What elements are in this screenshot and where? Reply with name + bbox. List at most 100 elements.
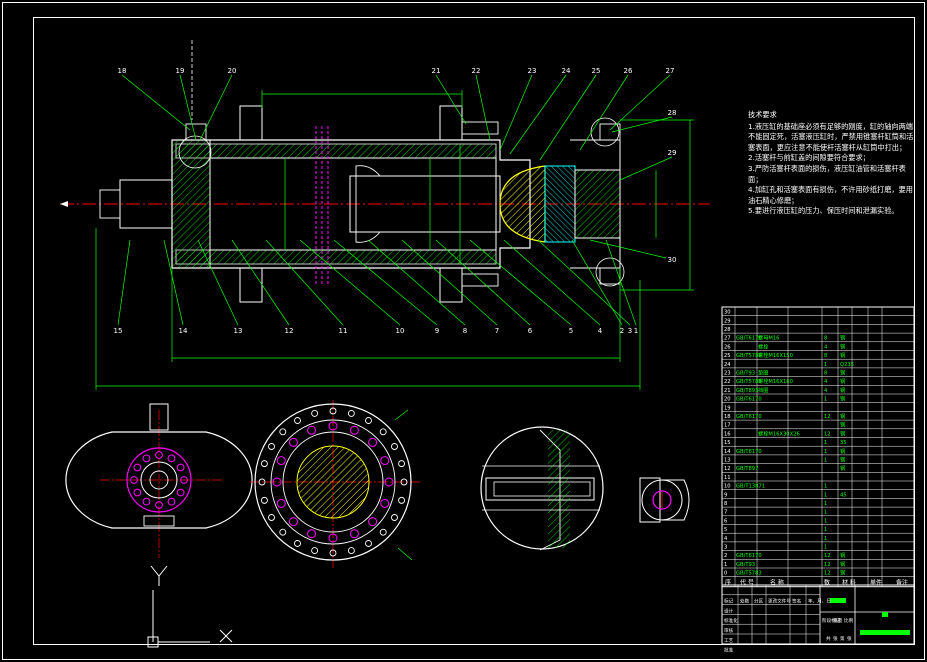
bom-cell: 螺栓M16X30X26	[758, 429, 800, 437]
balloon-top: 22	[472, 67, 481, 75]
balloon-bottom: 15	[114, 327, 123, 335]
bom-cell: 21	[724, 388, 731, 394]
bom-cell: 9	[724, 492, 727, 498]
flange-bolt-inner	[328, 533, 338, 543]
bom-cell: 28	[724, 327, 731, 333]
flange-bolt-inner	[288, 517, 298, 527]
stage-label: 重量	[833, 617, 843, 624]
bom-cell: 1	[824, 484, 827, 490]
bom-cell: 螺栓M16X150	[758, 351, 793, 359]
balloon-30: 30	[668, 256, 677, 264]
bom-cell: Q235	[840, 362, 854, 368]
bom-cell: 16	[724, 431, 731, 437]
bom-cell: 11	[724, 475, 731, 481]
bom-cell: 钢	[840, 412, 845, 420]
rear-cap	[171, 139, 211, 269]
balloon-top: 19	[176, 67, 185, 75]
bom-cell: GB/T6170	[736, 449, 762, 455]
bolt-hole	[130, 476, 138, 484]
bom-cell: 29	[724, 318, 731, 324]
bom-cell: 4	[824, 388, 828, 394]
balloon-top: 28	[668, 109, 677, 117]
bom-cell: 钢	[840, 464, 845, 472]
bom-cell: 5	[724, 527, 727, 533]
bom-cell: 12	[824, 553, 831, 559]
balloon-top: 29	[668, 149, 677, 157]
flange-bolt-inner	[349, 425, 359, 435]
ucs-icon	[147, 590, 233, 648]
title-label: 处数	[740, 598, 750, 605]
bom-cell: 1	[824, 397, 827, 403]
balloon-bottom: 11	[339, 327, 348, 335]
flange-bolt-outer	[398, 496, 406, 504]
bolt-hole	[155, 451, 163, 459]
balloon-top: 27	[666, 67, 675, 75]
bom-cell: 8	[824, 353, 827, 359]
balloon-bottom: 4	[598, 327, 603, 335]
bom-cell: 30	[724, 310, 731, 316]
balloon-bottom: 12	[285, 327, 294, 335]
rod-eye-housing	[570, 139, 621, 269]
bom-cell: 钢	[840, 569, 845, 577]
title-label: 年、月、日	[808, 598, 831, 605]
bom-cell: GB/T893	[736, 388, 758, 394]
bom-cell: 4	[824, 344, 828, 350]
front-bolt-top	[599, 123, 621, 141]
tech-note-1: 1.液压缸的基础座必须有足够的刚度，缸的轴向两端不能固定死，活塞液压缸时，严禁用…	[748, 121, 914, 152]
bom-cell: 3	[724, 545, 727, 551]
bom-cell: 1	[824, 440, 827, 446]
bom-header-cell: 单件	[870, 579, 882, 587]
bom-cell: 1	[724, 562, 727, 568]
bom-cell: 12	[824, 562, 831, 568]
bom-cell: 4	[724, 536, 728, 542]
flange-bolt-outer	[311, 409, 319, 417]
bom-cell: 1	[824, 527, 827, 533]
footer-label: 第	[840, 635, 845, 642]
title-label: 审核	[724, 627, 734, 634]
title-label: 设计	[724, 607, 734, 614]
bom-cell: GB/T6170	[736, 397, 762, 403]
bom-header-cell: 名 称	[770, 579, 784, 587]
bom-cell: 螺栓	[758, 342, 769, 350]
bom-cell: 4	[824, 379, 828, 385]
flange-bolt-inner	[328, 421, 338, 431]
title-label: 更改文件号	[768, 598, 791, 605]
flange-bolt-inner	[380, 456, 390, 466]
bom-cell: 12	[824, 431, 831, 437]
flange-bolt-inner	[307, 425, 317, 435]
bom-cell: 钢	[840, 395, 845, 403]
bolt-hole	[142, 454, 151, 463]
tech-notes-title: 技术要求	[748, 110, 777, 119]
bom-cell: 钢	[840, 334, 845, 342]
detail-circle-front-top	[590, 117, 620, 147]
balloon-top: 25	[592, 67, 601, 75]
bom-cell: 螺栓M16X160	[758, 377, 793, 385]
title-label: 标准化	[724, 617, 738, 624]
trunnion-top-right	[439, 105, 463, 141]
bom-cell: 14	[724, 449, 731, 455]
bom-cell: 26	[724, 344, 731, 350]
bom-cell: 钢	[840, 551, 845, 559]
bom-header-cell: 备注	[896, 579, 908, 587]
bolt-hole	[180, 476, 188, 484]
balloon-bottom: 7	[495, 327, 499, 335]
bom-cell: GB/T897	[736, 466, 758, 472]
bom-cell: 35	[840, 440, 847, 446]
balloon-bottom: 2	[620, 327, 624, 335]
dimensions	[95, 90, 694, 390]
balloon-top: 20	[228, 67, 237, 75]
bom-cell: 钢	[840, 342, 845, 350]
bom-cell: 23	[724, 371, 731, 377]
bom-cell: 12	[824, 414, 831, 420]
bom-cell: GB/T6170	[736, 553, 762, 559]
flange-bolt-outer	[379, 428, 387, 436]
barrel-outline	[171, 139, 531, 269]
bom-cell: 22	[724, 379, 731, 385]
front-flange-bolt-top	[461, 121, 499, 135]
flange-bolt-inner	[276, 456, 286, 466]
bom-cell: 19	[724, 405, 731, 411]
balloon-top: 23	[528, 67, 537, 75]
bom-cell: 7	[724, 510, 727, 516]
tech-note-3: 3.严防活塞杆表面的损伤，液压缸油管和活塞杆表面；	[748, 163, 906, 184]
